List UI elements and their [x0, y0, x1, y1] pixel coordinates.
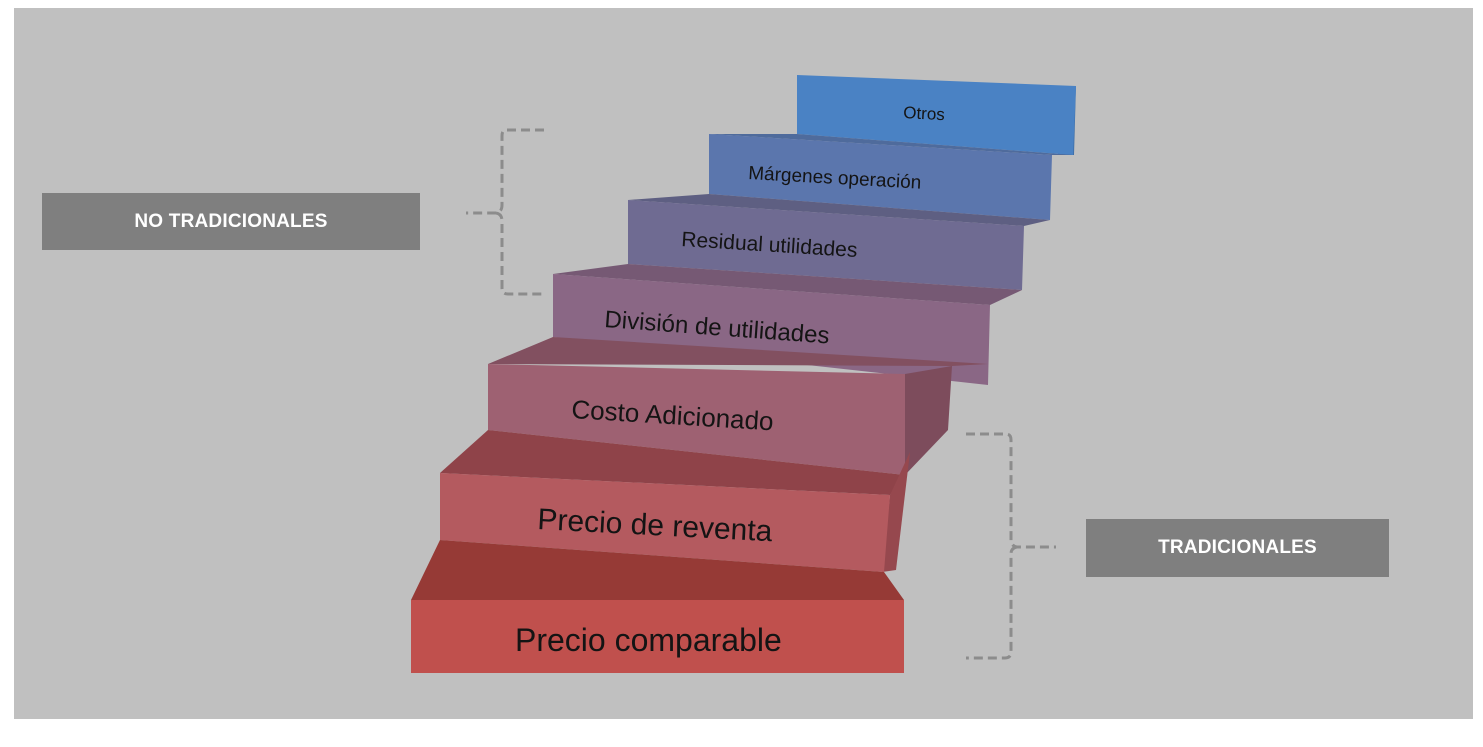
- step-otros-label: Otros: [903, 103, 945, 124]
- step-margenes-operacion: Márgenes operación: [709, 134, 1073, 220]
- tradicionales-label-box: TRADICIONALES: [1086, 519, 1389, 577]
- step-precio-comparable-front: [411, 600, 904, 673]
- brace-no-tradicionales: [466, 128, 544, 296]
- step-costo-adicionado-side: [905, 366, 952, 475]
- step-margenes-operacion-front: [709, 134, 1052, 220]
- brace-tradicionales: [966, 432, 1056, 660]
- step-precio-reventa-tread: [440, 430, 905, 495]
- step-precio-reventa-front: [440, 473, 890, 572]
- step-costo-adicionado: Costo Adicionado: [488, 337, 988, 475]
- step-residual-utilidades: Residual utilidades: [628, 194, 1050, 290]
- step-costo-adicionado-tread: [488, 337, 988, 366]
- no-tradicionales-label: NO TRADICIONALES: [134, 210, 328, 232]
- step-precio-comparable-tread: [411, 540, 904, 600]
- step-otros-front: [797, 75, 1076, 155]
- tradicionales-label: TRADICIONALES: [1158, 537, 1317, 558]
- step-precio-comparable: Precio comparable: [411, 540, 904, 673]
- step-precio-comparable-label: Precio comparable: [515, 622, 782, 658]
- step-residual-utilidades-front: [628, 200, 1024, 290]
- step-costo-adicionado-front: [488, 364, 905, 475]
- step-division-utilidades: División de utilidades: [553, 264, 1022, 385]
- step-division-utilidades-tread: [553, 264, 1022, 305]
- step-margenes-operacion-tread: [709, 134, 1073, 155]
- no-tradicionales-label-box: NO TRADICIONALES: [42, 193, 420, 250]
- step-division-utilidades-front: [553, 274, 990, 385]
- step-residual-utilidades-tread: [628, 194, 1050, 226]
- step-precio-reventa: Precio de reventa: [440, 430, 910, 572]
- step-otros: Otros: [797, 75, 1076, 155]
- step-precio-reventa-side: [882, 452, 910, 572]
